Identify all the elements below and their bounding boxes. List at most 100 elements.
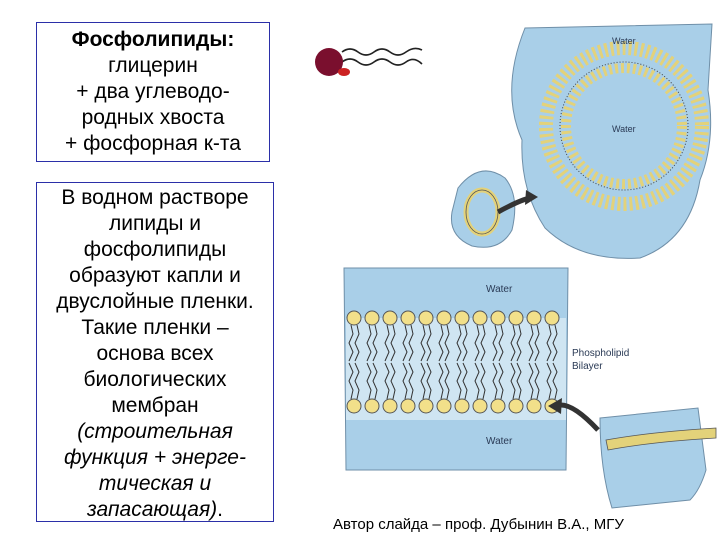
function-line-2: функция + энерге- — [64, 446, 246, 469]
membrane-block — [548, 398, 717, 509]
desc-line-9: мембран — [111, 394, 199, 417]
lipid-head — [418, 310, 434, 326]
lipid-tail — [516, 362, 522, 400]
membrane-description-box: В водном растворе липиды и фосфолипиды о… — [36, 182, 274, 522]
lipid-tail — [366, 362, 372, 400]
lipid-tail — [534, 324, 540, 362]
lipid-tail — [348, 362, 354, 400]
lipid-head — [382, 310, 398, 326]
lipid-tail — [390, 324, 396, 362]
desc-line-2: липиды и — [109, 212, 201, 235]
lipid-tail — [366, 324, 372, 362]
lipid-tail — [534, 362, 540, 400]
desc-line-3: фосфолипиды — [83, 238, 227, 261]
lipid-head — [526, 398, 542, 414]
lipid-head — [508, 398, 524, 414]
lipid-tail — [354, 362, 360, 400]
def-line-4: + фосфорная к-та — [65, 132, 241, 155]
lipid-tail — [474, 362, 480, 400]
lipid-tail — [438, 324, 444, 362]
lipid-tail — [372, 362, 378, 400]
lipid-tail — [354, 324, 360, 362]
bilayer-label-line-2: Bilayer — [572, 361, 603, 372]
end-period: . — [217, 498, 224, 521]
lipid-tail — [492, 324, 498, 362]
lipid-head — [364, 398, 380, 414]
bottom-leaflet-heads — [346, 362, 560, 414]
bilayer-panel: Water Water Phospholipid Bilayer — [343, 267, 629, 471]
desc-line-7: основа всех — [96, 342, 214, 365]
lipid-tail — [426, 324, 432, 362]
lipid-tail — [426, 362, 432, 400]
bilayer-water-top-label: Water — [486, 284, 513, 295]
lipid-head — [400, 398, 416, 414]
def-line-2: + два углеводо- — [76, 80, 230, 103]
desc-line-8: биологических — [83, 368, 227, 391]
desc-line-4: образуют капли и — [69, 264, 241, 287]
desc-line-1: В водном растворе — [61, 186, 249, 209]
lipid-tail — [384, 362, 390, 400]
def-line-3: родных хвоста — [81, 106, 225, 129]
lipid-tail — [528, 362, 534, 400]
lipid-tail — [510, 324, 516, 362]
bilayer-label-line-1: Phospholipid — [572, 348, 629, 359]
lipid-head — [346, 398, 362, 414]
function-line-4: запасающая). — [37, 497, 273, 523]
phospholipid-definition-box: Фосфолипиды: глицерин + два углеводо- ро… — [36, 22, 270, 162]
arrow-icon — [525, 190, 538, 205]
lipid-head — [472, 310, 488, 326]
lipid-tail — [348, 324, 354, 362]
lipid-tail — [420, 362, 426, 400]
lipid-tail — [390, 362, 396, 400]
lipid-head — [508, 310, 524, 326]
lipid-droplet — [450, 170, 538, 248]
lipid-tail — [474, 324, 480, 362]
desc-line-5: двуслойные пленки. — [56, 290, 254, 313]
lipid-tail — [456, 362, 462, 400]
lipid-tail — [510, 362, 516, 400]
lipid-tail — [408, 324, 414, 362]
def-line-1: глицерин — [108, 54, 198, 77]
arrow-icon — [548, 398, 562, 414]
lipid-tail — [372, 324, 378, 362]
lipid-tail — [408, 362, 414, 400]
lipid-head — [400, 310, 416, 326]
lipid-tail — [552, 362, 558, 400]
lipid-tail — [438, 362, 444, 400]
lipid-tail — [546, 362, 552, 400]
lipid-tail — [528, 324, 534, 362]
lipid-head — [382, 398, 398, 414]
lipid-tail — [402, 324, 408, 362]
lipid-tail — [516, 324, 522, 362]
lipid-tail — [462, 362, 468, 400]
lipid-head — [526, 310, 542, 326]
phospholipid-molecule-icon — [315, 47, 423, 76]
function-line-1: (строительная — [77, 420, 233, 443]
desc-line-6: Такие пленки – — [81, 316, 229, 339]
vesicle-water-inner-label: Water — [612, 124, 636, 134]
lipid-head — [544, 310, 560, 326]
lipid-tail — [480, 362, 486, 400]
lipid-tail — [456, 324, 462, 362]
function-line-3: тическая и — [98, 472, 212, 495]
lipid-tail — [444, 362, 450, 400]
lipid-tail — [498, 324, 504, 362]
lipid-head — [346, 310, 362, 326]
lipid-head — [490, 310, 506, 326]
bilayer-water-bottom-label: Water — [486, 436, 513, 447]
lipid-tail — [552, 324, 558, 362]
lipid-head — [454, 398, 470, 414]
lipid-head — [418, 398, 434, 414]
lipid-head — [454, 310, 470, 326]
top-leaflet-heads — [346, 310, 560, 362]
lipid-tail — [546, 324, 552, 362]
liposome-vesicle: Water Water — [511, 23, 713, 259]
lipid-tail — [498, 362, 504, 400]
lipid-tail — [420, 324, 426, 362]
lipid-tail — [384, 324, 390, 362]
phospholipid-title: Фосфолипиды: — [71, 28, 235, 51]
lipid-head — [436, 310, 452, 326]
lipid-head — [436, 398, 452, 414]
lipid-tail — [462, 324, 468, 362]
